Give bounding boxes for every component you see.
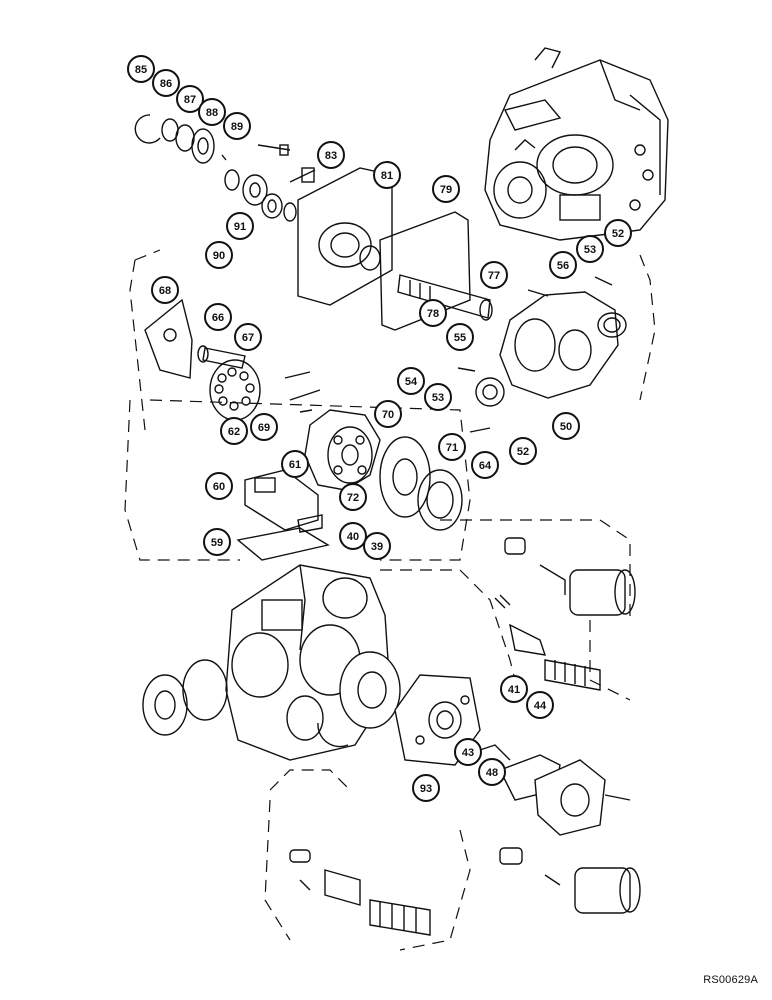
callout-circle [339, 522, 367, 550]
callout-number: 40 [347, 531, 359, 543]
callout-circle [552, 412, 580, 440]
callout-circle [198, 98, 226, 126]
callout-number: 67 [242, 332, 254, 344]
callout-number: 55 [454, 332, 466, 344]
callout-number: 91 [234, 221, 246, 233]
callout-circle [446, 323, 474, 351]
callout-circle [339, 483, 367, 511]
callout-number: 48 [486, 767, 498, 779]
grouping-dashed-lines [124, 249, 656, 951]
callout-number: 85 [135, 64, 147, 76]
end-cap [142, 659, 228, 736]
callout-circle [419, 299, 447, 327]
callout-circle [363, 532, 391, 560]
callout-circle [250, 413, 278, 441]
callout-number: 50 [560, 421, 572, 433]
seal-ring-set [134, 114, 297, 222]
callout-number: 87 [184, 94, 196, 106]
callout-circle [281, 450, 309, 478]
callout-number: 41 [508, 684, 520, 696]
cylinder-block [304, 409, 381, 491]
callout-number: 56 [557, 260, 569, 272]
control-valve [236, 469, 330, 561]
callout-circle [203, 528, 231, 556]
callout-number: 53 [584, 244, 596, 256]
callout-number: 68 [159, 285, 171, 297]
callout-number: 81 [381, 170, 393, 182]
callout-number: 93 [420, 783, 432, 795]
bolt-set [257, 144, 316, 183]
callout-circle [205, 472, 233, 500]
callout-number: 62 [228, 426, 240, 438]
callout-number: 53 [432, 392, 444, 404]
callout-number: 77 [488, 270, 500, 282]
cover-plate [297, 167, 471, 331]
callout-number: 59 [211, 537, 223, 549]
callout-circle [223, 112, 251, 140]
callout-circle [412, 774, 440, 802]
callout-circle [509, 437, 537, 465]
callout-circle [226, 212, 254, 240]
callout-number: 88 [206, 107, 218, 119]
relief-valve-lower [289, 847, 641, 936]
callout-circle [549, 251, 577, 279]
callout-number: 90 [213, 250, 225, 262]
callout-circle [374, 400, 402, 428]
callout-number: 60 [213, 481, 225, 493]
callout-number: 78 [427, 308, 439, 320]
callout-group: 85 86 87 88 89 83 81 79 91 90 56 53 52 77 68 66 67 78 55 54… [127, 55, 632, 802]
callout-number: 86 [160, 78, 172, 90]
callout-number: 72 [347, 492, 359, 504]
callout-number: 69 [258, 422, 270, 434]
callout-number: 89 [231, 121, 243, 133]
callout-circle [152, 69, 180, 97]
callout-circle [471, 451, 499, 479]
callout-number: 70 [382, 409, 394, 421]
callout-number: 71 [446, 442, 458, 454]
swashplate-housing [457, 276, 627, 433]
callout-number: 64 [479, 460, 492, 472]
relief-valve-upper [494, 537, 636, 691]
callout-circle [127, 55, 155, 83]
callout-number: 52 [517, 446, 529, 458]
callout-circle [397, 367, 425, 395]
callout-circle [234, 323, 262, 351]
callout-circle [151, 276, 179, 304]
callout-circle [317, 141, 345, 169]
callout-circle [480, 261, 508, 289]
valve-block [479, 744, 631, 836]
callout-number: 43 [462, 747, 474, 759]
callout-circle [526, 691, 554, 719]
callout-circle [176, 85, 204, 113]
callout-number: 79 [440, 184, 452, 196]
callout-circle [204, 303, 232, 331]
figure-code: RS00629A [703, 974, 758, 986]
drive-shaft [397, 274, 493, 321]
callout-number: 44 [534, 700, 547, 712]
callout-circle [205, 241, 233, 269]
port-plate [144, 298, 193, 379]
callout-number: 66 [212, 312, 224, 324]
callout-number: 61 [289, 459, 301, 471]
callout-circle [604, 219, 632, 247]
callout-circle [424, 383, 452, 411]
callout-circle [438, 433, 466, 461]
valve-plate [197, 345, 321, 421]
piston-plate [379, 436, 463, 531]
callout-circle [373, 161, 401, 189]
callout-circle [432, 175, 460, 203]
callout-circle [220, 417, 248, 445]
callout-circle [478, 758, 506, 786]
callout-number: 83 [325, 150, 337, 162]
callout-number: 39 [371, 541, 383, 553]
callout-number: 54 [405, 376, 418, 388]
callout-circle [500, 675, 528, 703]
callout-circle [454, 738, 482, 766]
callout-number: 52 [612, 228, 624, 240]
assembled-pump-illustration [484, 47, 669, 241]
callout-circle [576, 235, 604, 263]
